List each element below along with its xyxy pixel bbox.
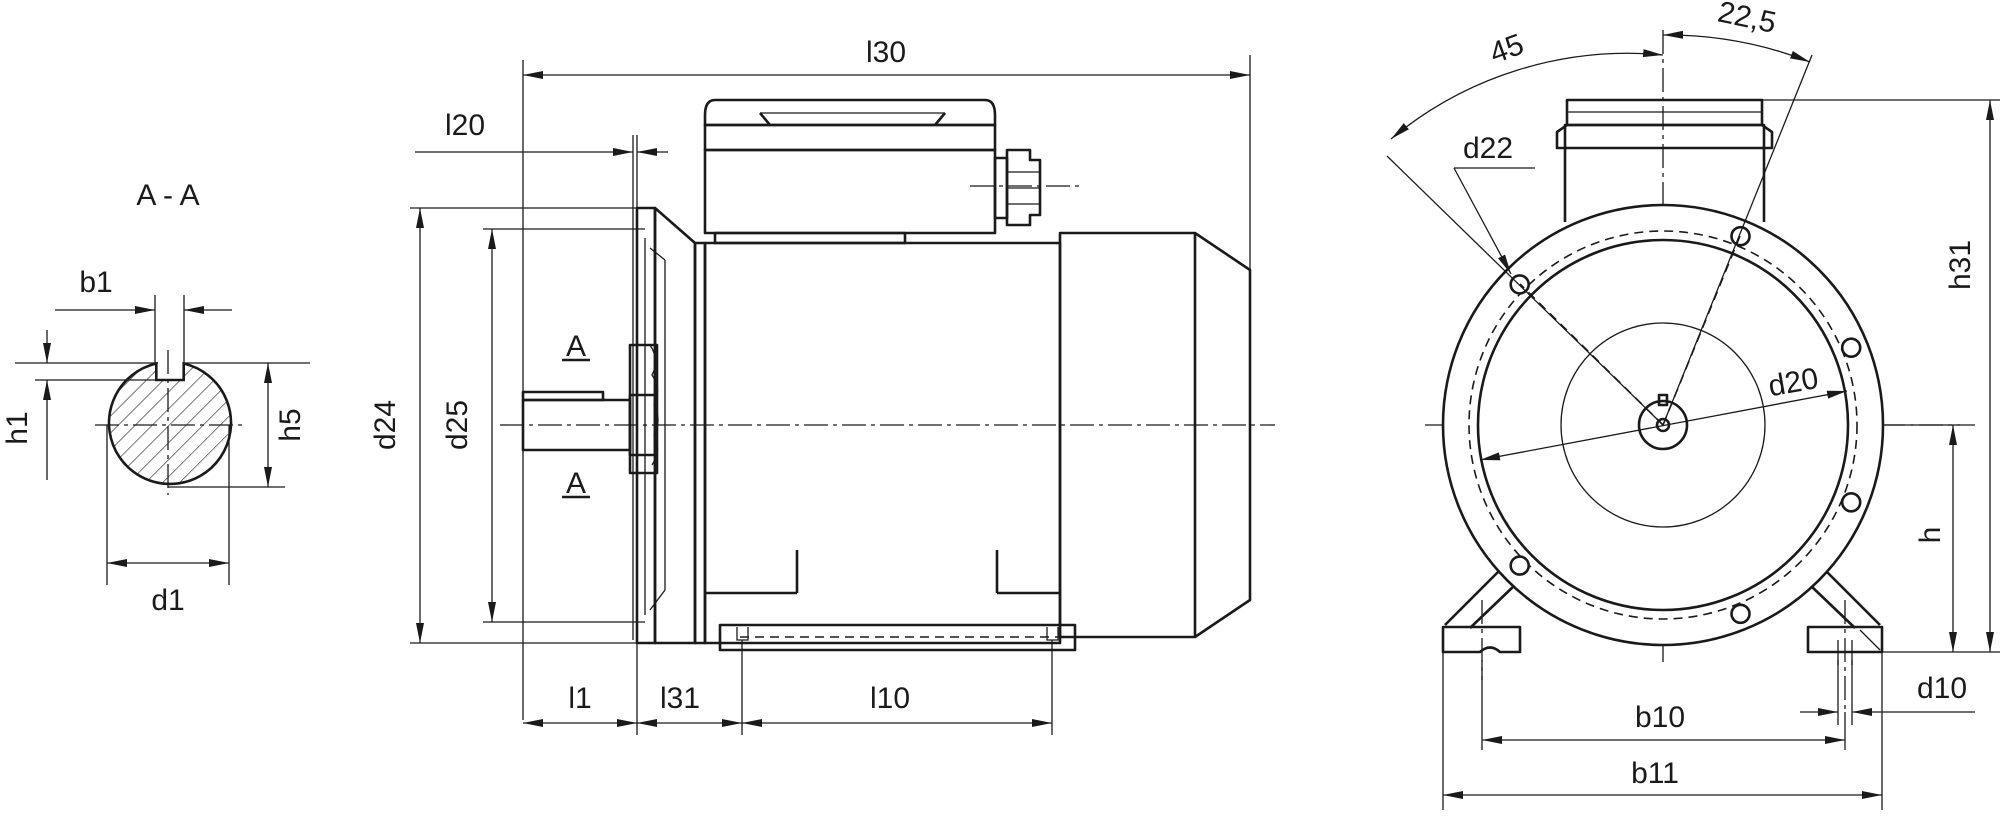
section-mark-bottom: A <box>566 467 586 500</box>
label-l20: l20 <box>445 109 485 142</box>
label-b10: b10 <box>1635 701 1685 734</box>
section-title: A - A <box>136 179 199 212</box>
label-l30: l30 <box>866 36 906 69</box>
label-b11: b11 <box>1631 757 1679 790</box>
label-d10: d10 <box>1917 672 1967 705</box>
label-h5: h5 <box>274 408 307 441</box>
front-view: 45 22,5 d22 d20 h31 h d10 b10 <box>1386 0 2000 810</box>
section-view: A - A b1 h1 h5 d1 <box>1 179 310 617</box>
label-b1: b1 <box>79 266 112 299</box>
label-d25: d25 <box>441 400 474 450</box>
section-mark-top: A <box>566 330 586 363</box>
label-h: h <box>1914 527 1947 544</box>
label-angle-22: 22,5 <box>1715 0 1779 40</box>
label-angle-45: 45 <box>1485 28 1528 70</box>
label-l10: l10 <box>870 682 910 715</box>
label-h1: h1 <box>1 411 34 444</box>
label-h31: h31 <box>1944 240 1977 290</box>
shaft-section <box>107 361 233 486</box>
label-l1: l1 <box>568 682 591 715</box>
label-d24: d24 <box>369 400 402 450</box>
label-d22: d22 <box>1463 132 1513 165</box>
label-l31: l31 <box>660 682 700 715</box>
label-d1: d1 <box>151 584 184 617</box>
side-view: A A l30 l20 d24 d25 l1 l31 l10 <box>369 36 1275 735</box>
